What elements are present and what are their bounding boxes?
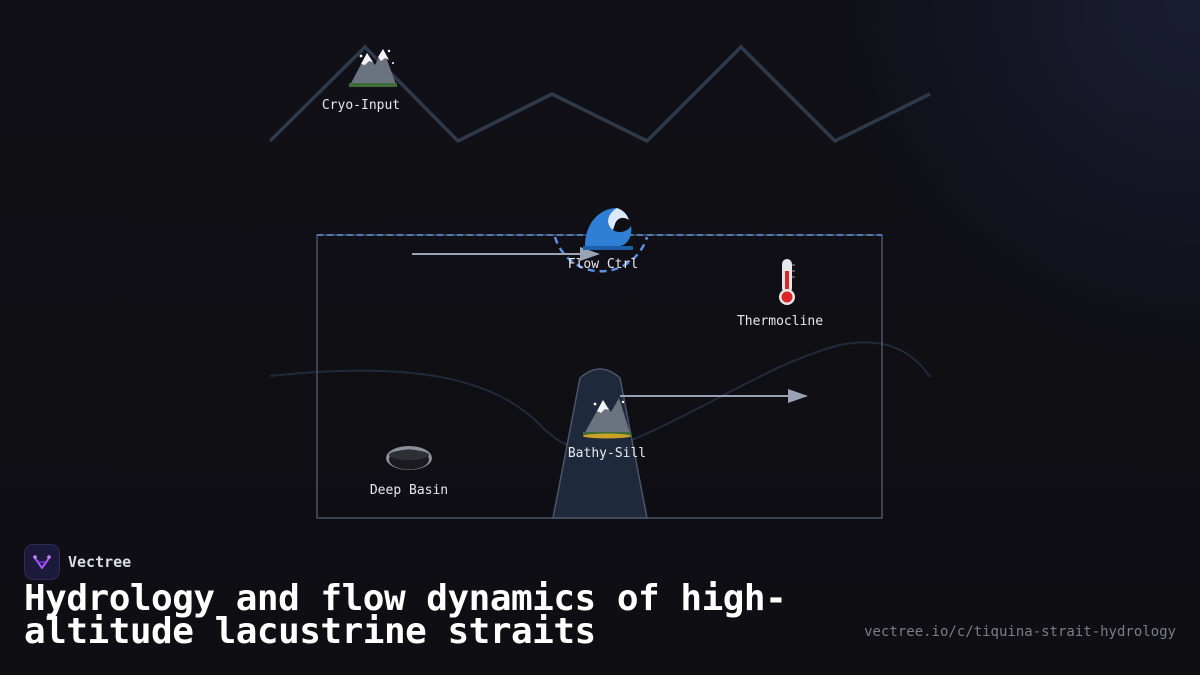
brand-name: Vectree [68, 553, 132, 571]
mountain-icon [583, 398, 631, 439]
snow-capped-mountain-icon [349, 49, 397, 87]
node-label: Flow Ctrl [568, 257, 638, 272]
undercurrent-curve [269, 341, 931, 452]
node-thermocline[interactable]: Thermocline [737, 259, 823, 329]
source-url[interactable]: vectree.io/c/tiquina-strait-hydrology [864, 624, 1176, 640]
node-label: Deep Basin [370, 483, 448, 498]
node-flow-ctrl[interactable]: Flow Ctrl [568, 208, 638, 272]
node-label: Bathy-Sill [568, 446, 646, 461]
page-title: Hydrology and flow dynamics of high-alti… [24, 578, 787, 652]
bathy-sill-shape [552, 368, 648, 519]
node-cryo-input[interactable]: Cryo-Input [322, 49, 400, 113]
node-label: Cryo-Input [322, 98, 400, 113]
node-label: Thermocline [737, 314, 823, 329]
vectree-logo-icon [24, 544, 60, 580]
flow-control-ring [553, 236, 649, 273]
brand[interactable]: Vectree [24, 544, 131, 580]
node-bathy-sill[interactable]: Bathy-Sill [568, 398, 646, 461]
water-wave-icon [583, 208, 633, 250]
hole-icon [386, 446, 432, 470]
node-deep-basin[interactable]: Deep Basin [370, 446, 448, 498]
thermometer-icon [779, 259, 795, 305]
